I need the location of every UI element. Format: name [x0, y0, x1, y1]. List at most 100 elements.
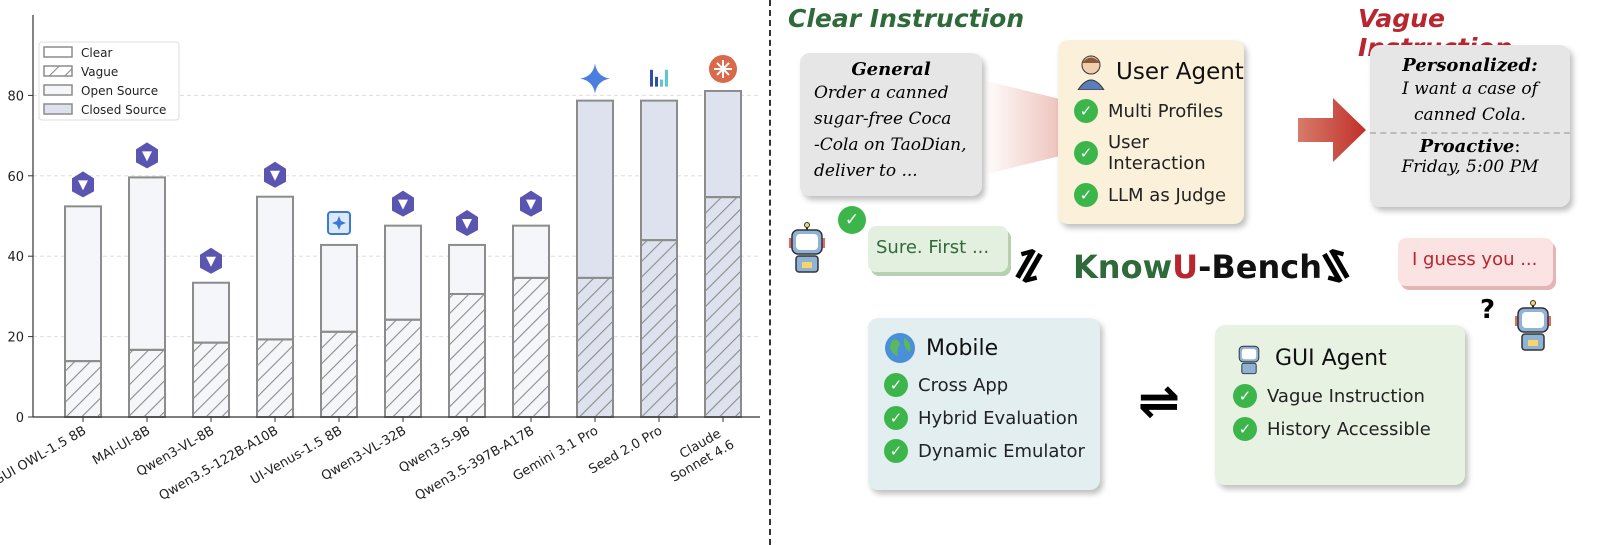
qwen-logo-icon [392, 190, 414, 217]
seed-bar [660, 79, 663, 87]
qwen-inner [270, 170, 280, 181]
bar-vague [512, 276, 550, 418]
gui-agent-item: Vague Instruction [1267, 385, 1425, 407]
vague-instruction-box: Personalized: I want a case of canned Co… [1370, 45, 1570, 207]
bar-vague [640, 239, 678, 418]
y-tick-label: 80 [7, 89, 24, 104]
robot-icon [1515, 300, 1551, 351]
legend: Clear Vague Open Source Closed Source [38, 41, 180, 121]
bar-vague [448, 292, 486, 419]
check-icon: ✓ [884, 406, 908, 430]
general-text-line: Order a canned [814, 83, 949, 103]
bar-vague [576, 276, 614, 418]
qwen-logo-icon [520, 190, 542, 217]
x-tick-label: Qwen3.5-397B-A17B [413, 423, 537, 503]
proactive-text: Friday, 5:00 PM [1401, 157, 1539, 177]
question-mark: ? [1480, 295, 1496, 325]
agent-guess-bubble: I guess you ... [1398, 238, 1553, 286]
ui-venus-logo-icon [327, 210, 351, 235]
legend-swatch-closed [43, 103, 73, 115]
check-icon: ✓ [884, 373, 908, 397]
mobile-item: Cross App [918, 374, 1009, 396]
general-text-line: deliver to ... [814, 161, 918, 181]
general-title: General [851, 59, 931, 80]
legend-swatch-clear [43, 46, 73, 58]
agent-reply-text: Sure. First ... [876, 237, 990, 258]
legend-label-clear: Clear [81, 46, 112, 60]
venus-star [332, 215, 346, 230]
mobile-box: Mobile ✓Cross App ✓Hybrid Evaluation ✓Dy… [868, 318, 1100, 490]
qwen-logo-icon [264, 161, 286, 188]
x-tick-label: Qwen3.5-122B-A10B [157, 423, 281, 503]
qwen-inner [78, 180, 88, 191]
bar-vague [384, 318, 422, 418]
x-tick-label: Seed 2.0 Pro [586, 423, 665, 477]
qwen-inner [142, 151, 152, 162]
personalized-text: canned Cola. [1413, 105, 1527, 125]
check-icon: ✓ [1074, 99, 1098, 123]
x-tick-label: ClaudeSonnet 4.6 [660, 423, 737, 485]
mobile-item: Hybrid Evaluation [918, 407, 1079, 429]
user-agent-item: LLM as Judge [1108, 184, 1227, 206]
gui-agent-box: GUI Agent ✓Vague Instruction ✓History Ac… [1215, 325, 1465, 485]
bar-vague [320, 330, 358, 418]
bar-vague [704, 196, 742, 418]
user-agent-title: User Agent [1116, 59, 1244, 85]
x-tick-label: GUI OWL-1.5 8B [0, 423, 89, 488]
robot-icon [1238, 345, 1260, 375]
y-tick-label: 20 [7, 331, 24, 346]
proactive-colon: : [1514, 136, 1521, 157]
qwen-logo-icon [456, 209, 478, 236]
title-know: Know [1073, 248, 1173, 286]
check-icon: ✓ [1074, 183, 1098, 207]
general-text-line: -Cola on TaoDian, [814, 135, 967, 155]
claude-logo-icon [709, 54, 737, 83]
qwen-inner [206, 256, 216, 267]
bar-vague [128, 348, 166, 418]
gui-agent-item: History Accessible [1267, 418, 1431, 440]
legend-swatch-open [43, 84, 73, 96]
personalized-text: I want a case of [1402, 79, 1538, 99]
title-bench: -Bench [1198, 248, 1323, 286]
legend-label-vague: Vague [81, 65, 118, 79]
seed-bar [665, 69, 668, 87]
claude-burst [714, 59, 732, 78]
funnel-connector [982, 80, 1060, 175]
qwen-inner [398, 199, 408, 210]
qwen-logo-icon [72, 171, 94, 198]
user-agent-item: Multi Profiles [1108, 100, 1224, 122]
user-avatar-icon [1077, 55, 1105, 90]
qwen-inner [462, 218, 472, 229]
clear-instruction-header: Clear Instruction [788, 4, 1025, 33]
qwen-logo-icon [136, 142, 158, 169]
robot-icon [789, 222, 825, 273]
bar-vague [192, 341, 230, 419]
legend-swatch-vague [43, 65, 73, 77]
exchange-arrows-icon: ⇌ [1138, 372, 1180, 430]
seed-bar [650, 69, 653, 87]
globe-icon [885, 333, 915, 363]
user-agent-item: User Interaction [1108, 132, 1206, 174]
gemini-logo-icon [580, 63, 610, 94]
section-divider [769, 0, 771, 545]
general-text-line: sugar-free Coca [814, 109, 952, 129]
knowu-bench-title: KnowU-Bench [1073, 248, 1322, 286]
y-tick-label: 0 [16, 411, 24, 426]
mobile-title: Mobile [926, 335, 999, 361]
check-icon: ✓ [1233, 384, 1257, 408]
y-tick-label: 60 [7, 170, 24, 185]
personalized-label: Personalized: [1402, 55, 1538, 76]
seed-bar [655, 76, 658, 87]
user-agent-box: User Agent ✓ Multi Profiles ✓ User Interac… [1058, 40, 1244, 224]
check-icon: ✓ [1074, 141, 1098, 165]
agent-reply-bubble: Sure. First ... [868, 226, 1008, 272]
proactive-label: Proactive [1419, 136, 1515, 157]
legend-label-open: Open Source [81, 84, 158, 98]
right-arrow-icon [1298, 98, 1366, 162]
qwen-logo-icon [200, 247, 222, 274]
gui-agent-title: GUI Agent [1275, 345, 1387, 371]
success-check-icon: ✓ [838, 206, 866, 234]
gemini-star [580, 63, 610, 94]
bar-vague [64, 360, 102, 419]
